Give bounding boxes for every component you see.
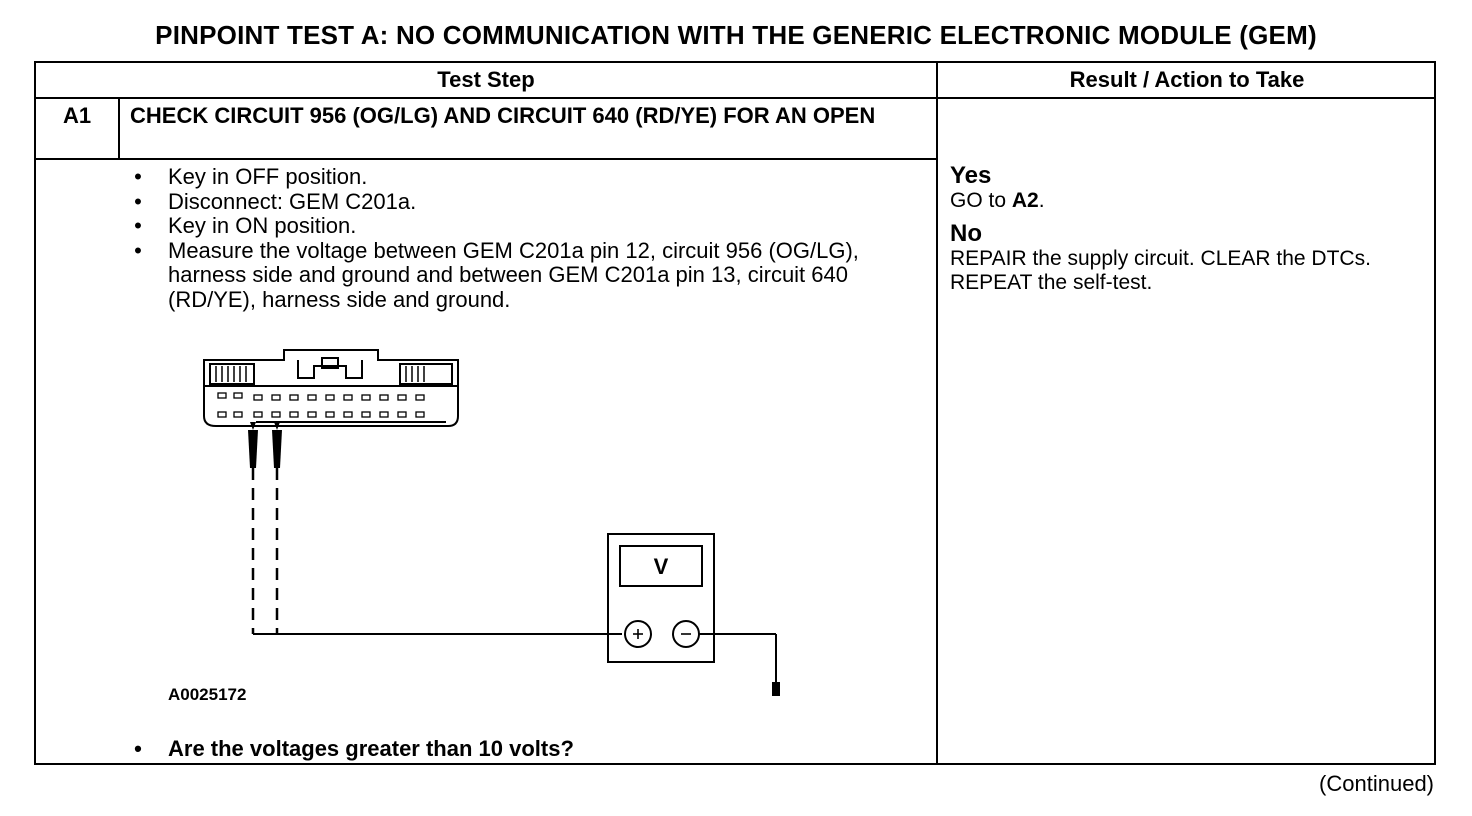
instruction-item: • Key in ON position. [128, 213, 918, 239]
instruction-list: • Key in OFF position. • Disconnect: GEM C… [128, 164, 918, 313]
instruction-text: Key in OFF position. [168, 164, 368, 189]
result-yes-action: GO to A2. [950, 189, 1045, 212]
header-result-action: Result / Action to Take [1069, 67, 1305, 92]
bullet: • [134, 188, 142, 214]
connector-latch-tab [321, 357, 339, 369]
result-no-label: No [950, 220, 982, 247]
bullet: • [134, 237, 142, 263]
instruction-text: Key in ON position. [168, 213, 357, 238]
connector-voltmeter-diagram: V [203, 349, 780, 696]
connector-slot-left [209, 363, 255, 385]
step-number: A1 [62, 103, 92, 128]
pinpoint-test-table: Test Step Result / Action to Take A1 CHE… [34, 61, 1436, 765]
question-item: • Are the voltages greater than 10 volts? [128, 736, 574, 762]
continued-note: (Continued) [1319, 771, 1434, 796]
question-text: Are the voltages greater than 10 volts? [168, 736, 574, 761]
instruction-item: • Measure the voltage between GEM C201a p… [128, 237, 918, 313]
voltmeter [607, 533, 777, 686]
instruction-text: Disconnect: GEM C201a. [168, 188, 417, 214]
header-divider [36, 97, 1436, 99]
result-no-action: REPAIR the supply circuit. CLEAR the DTC… [950, 247, 1371, 294]
connector-body [203, 349, 459, 427]
instruction-item: • Key in OFF position. [128, 164, 918, 190]
header-test-step: Test Step [437, 67, 535, 92]
instruction-text: Measure the voltage between GEM C201a pi… [168, 237, 859, 312]
result-yes-target: A2 [1011, 189, 1039, 212]
result-yes-label: Yes [950, 162, 992, 189]
figure-id: A0025172 [168, 685, 247, 704]
result-action-cell: Yes GO to A2. No REPAIR the supply circu… [950, 163, 1430, 295]
ground-symbol [772, 682, 780, 696]
connector-center-latch [297, 360, 363, 379]
instruction-item: • Disconnect: GEM C201a. [128, 188, 918, 215]
probe-leads [248, 422, 622, 635]
connector-slot-right [399, 363, 453, 385]
bullet: • [134, 736, 142, 761]
bullet: • [134, 164, 142, 189]
step-title-divider [36, 158, 936, 160]
step-number-divider [118, 99, 120, 158]
meter-display-label: V [654, 554, 669, 579]
step-title: CHECK CIRCUIT 956 (OG/LG) AND CIRCUIT 64… [130, 103, 876, 128]
page-title: PINPOINT TEST A: NO COMMUNICATION WITH T… [155, 20, 1317, 50]
bullet: • [134, 213, 142, 238]
column-divider [936, 63, 938, 765]
